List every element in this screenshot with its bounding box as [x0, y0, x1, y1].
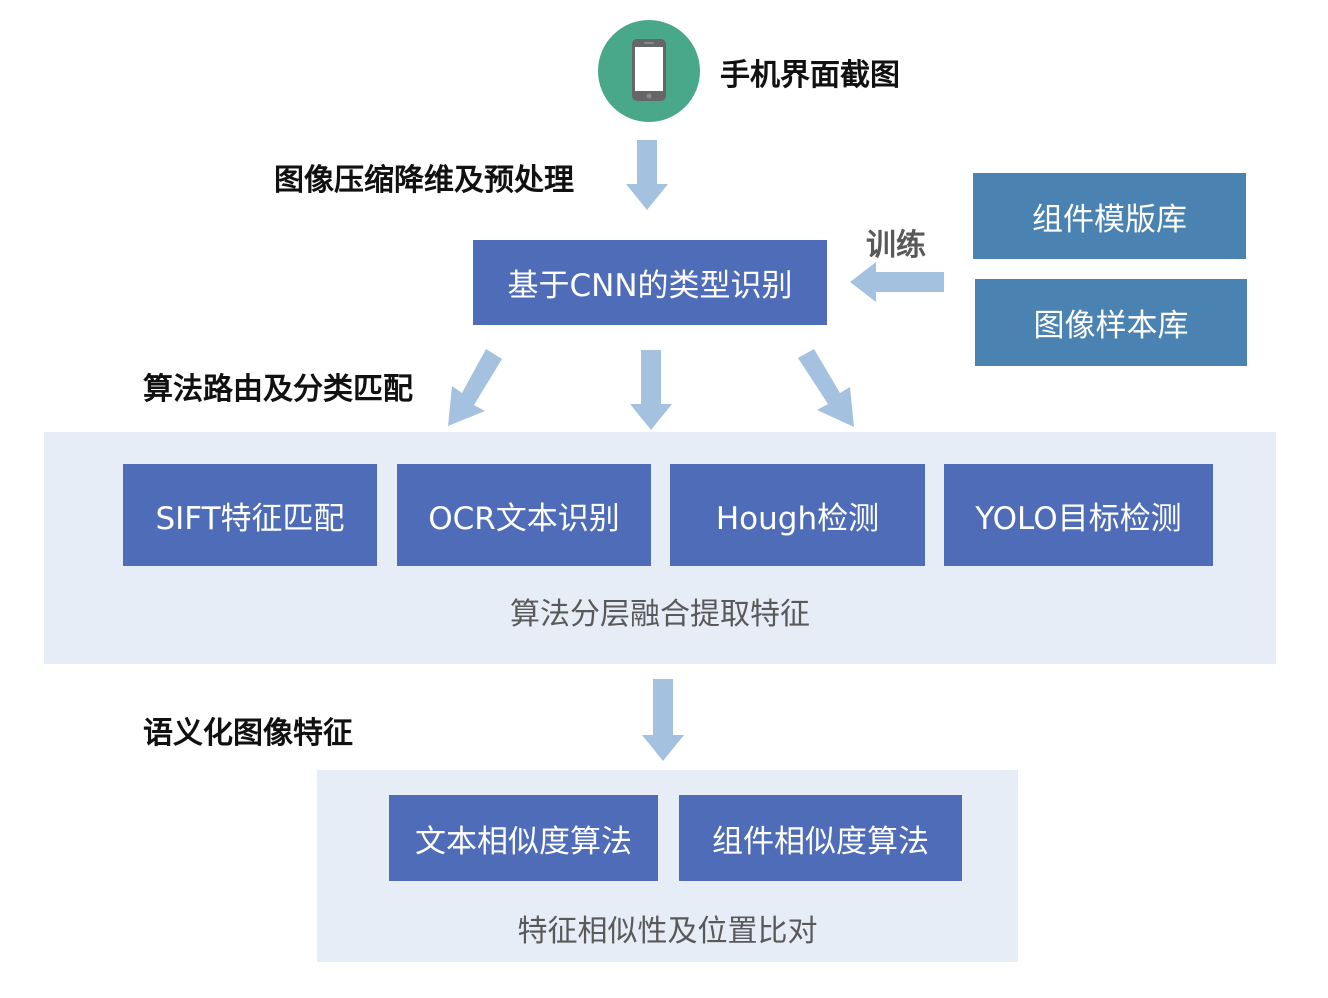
arrow-down-1	[626, 140, 668, 210]
arrow-diag-right	[798, 349, 854, 427]
component-template-library: 组件模版库	[973, 173, 1246, 259]
algorithm-panel-caption: 算法分层融合提取特征	[510, 597, 810, 632]
step-semantic-label: 语义化图像特征	[143, 716, 353, 751]
arrow-left-train	[850, 262, 944, 302]
step-preprocess-label: 图像压缩降维及预处理	[274, 163, 574, 198]
arrow-diag-left	[448, 349, 502, 426]
yolo-box: YOLO目标检测	[944, 464, 1213, 566]
step-routing-label: 算法路由及分类匹配	[143, 372, 413, 407]
component-similarity-box: 组件相似度算法	[679, 795, 962, 881]
image-sample-library: 图像样本库	[975, 279, 1247, 366]
sift-box: SIFT特征匹配	[123, 464, 377, 566]
ocr-box: OCR文本识别	[397, 464, 651, 566]
phone-icon-circle	[598, 20, 700, 122]
cnn-classifier-box: 基于CNN的类型识别	[473, 240, 827, 325]
source-title: 手机界面截图	[720, 58, 900, 93]
smartphone-icon	[632, 39, 666, 101]
arrow-down-3	[642, 679, 684, 761]
step-train-label: 训练	[866, 228, 926, 263]
similarity-panel-caption: 特征相似性及位置比对	[517, 914, 818, 949]
hough-box: Hough检测	[670, 464, 925, 566]
text-similarity-box: 文本相似度算法	[389, 795, 658, 881]
arrow-down-2	[630, 350, 672, 430]
